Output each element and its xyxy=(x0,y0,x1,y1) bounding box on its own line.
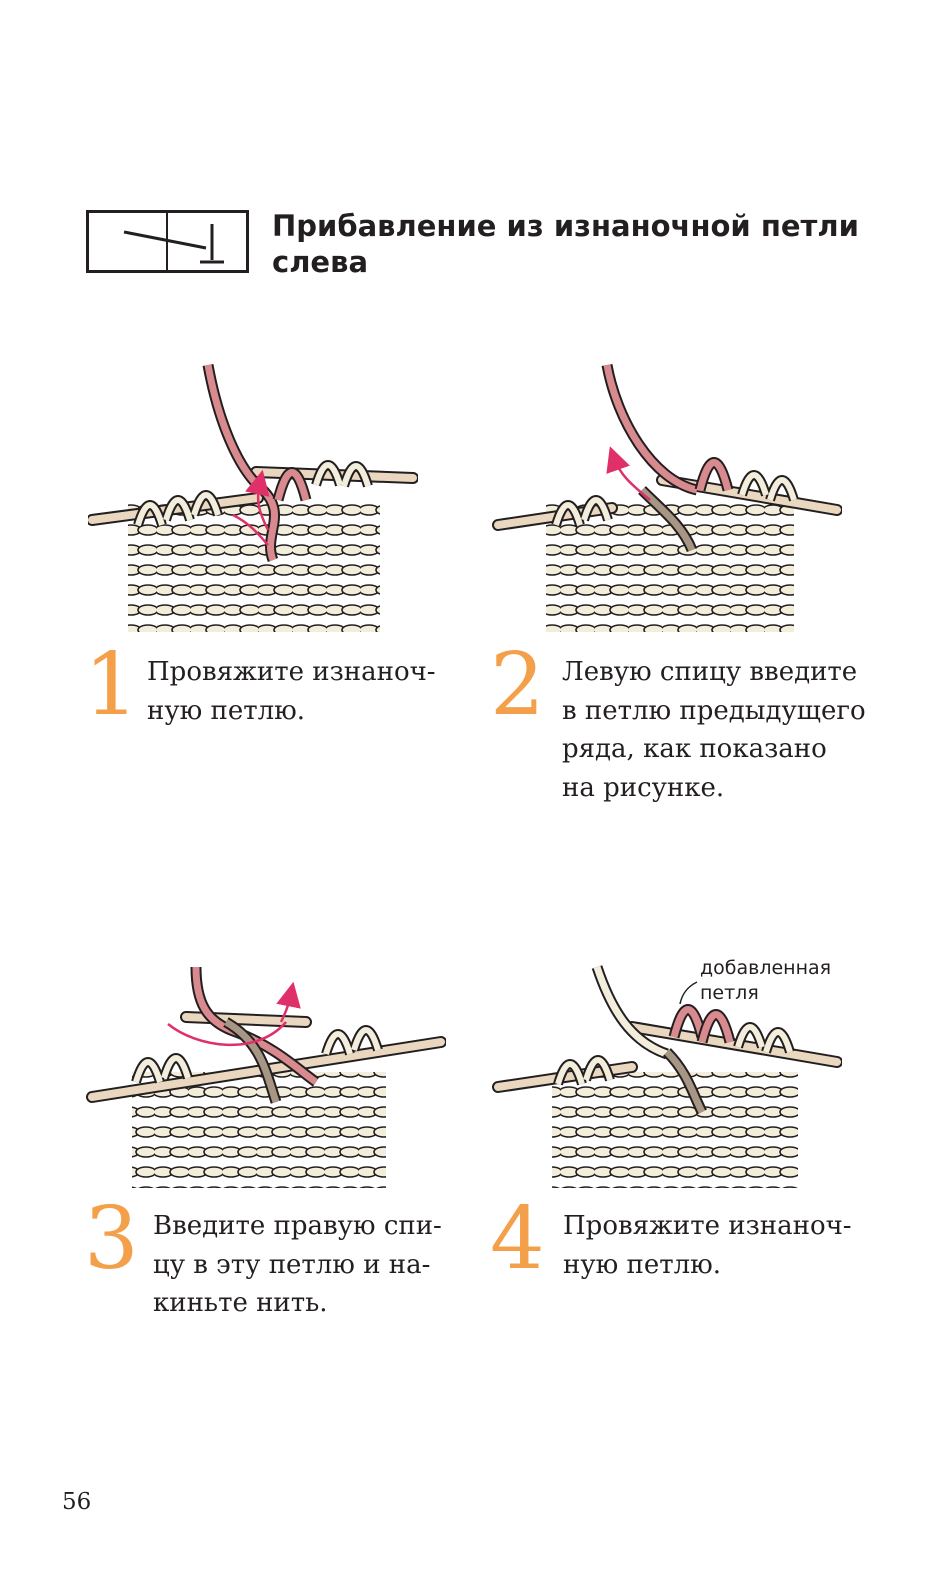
step-3-number: 3 xyxy=(84,1189,139,1289)
knitting-step-2-illustration-icon xyxy=(492,364,842,632)
page-title: Прибавление из изнаночной петли слева xyxy=(272,209,859,279)
step-4-number: 4 xyxy=(490,1189,545,1289)
knitting-step-3-illustration-icon xyxy=(86,966,446,1188)
step-1-number: 1 xyxy=(84,635,139,735)
step-3-text: Введите правую спи- цу в эту петлю и на-… xyxy=(153,1211,442,1318)
added-loop-callout: добавленная петля xyxy=(700,957,832,1004)
step-4-text: Провяжите изнаноч- ную петлю. xyxy=(563,1211,852,1280)
step-2-number: 2 xyxy=(490,635,545,735)
left-purl-increase-chart-symbol-icon xyxy=(86,210,249,273)
step-2-text: Левую спицу введите в петлю предыдущего … xyxy=(562,657,866,803)
step-1-text: Провяжите изнаноч- ную петлю. xyxy=(147,657,436,726)
page-number: 56 xyxy=(62,1489,92,1515)
knitting-step-1-illustration-icon xyxy=(88,364,418,632)
knitting-step-4-illustration-icon xyxy=(492,965,842,1188)
